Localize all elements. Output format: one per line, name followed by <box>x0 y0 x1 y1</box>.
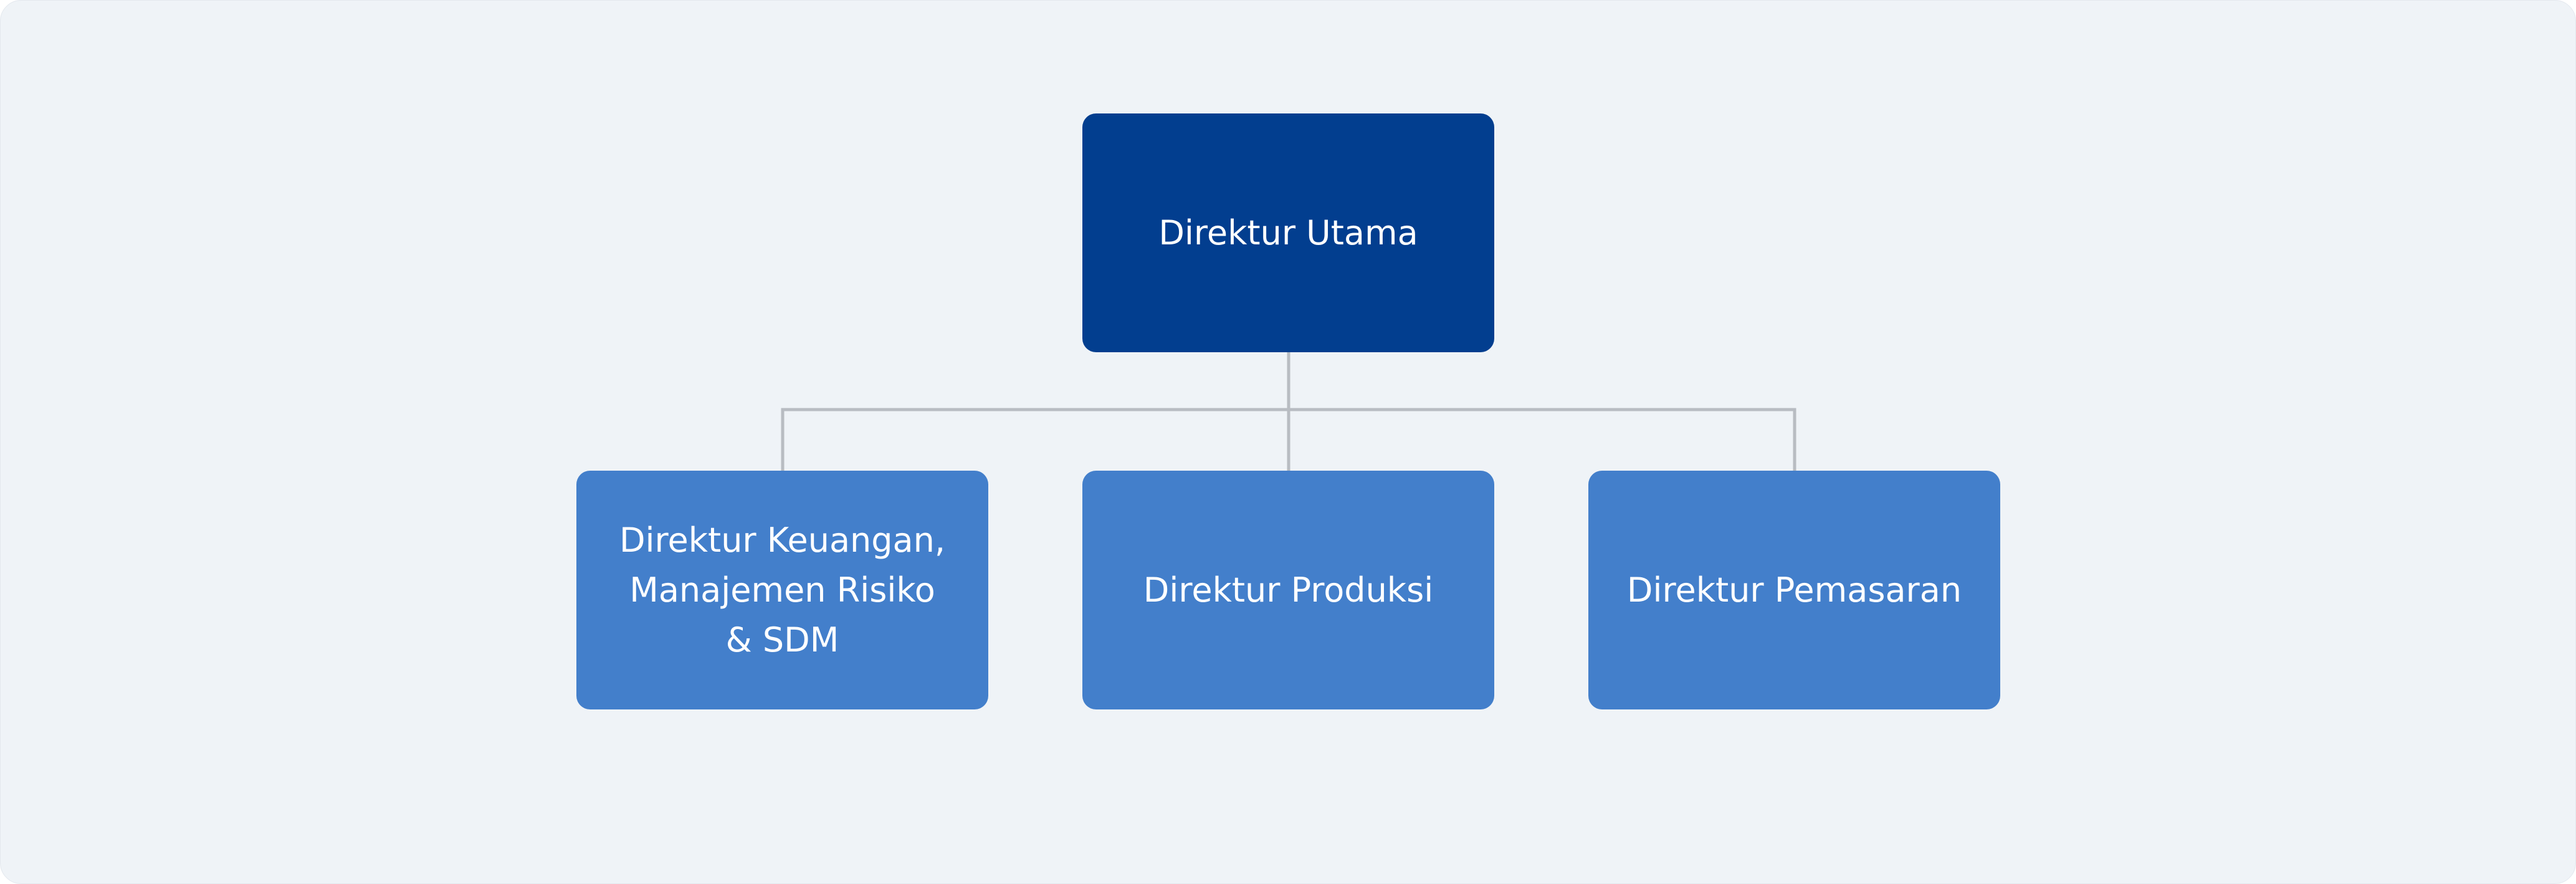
org-node-direktur-pemasaran[interactable]: Direktur Pemasaran <box>1588 471 2000 709</box>
org-node-label: Direktur Keuangan, Manajemen Risiko & SD… <box>619 520 946 660</box>
org-node-label: Direktur Produksi <box>1143 570 1434 610</box>
org-node-direktur-utama[interactable]: Direktur Utama <box>1082 113 1494 352</box>
org-node-direktur-keuangan[interactable]: Direktur Keuangan, Manajemen Risiko & SD… <box>576 471 988 709</box>
org-node-label: Direktur Utama <box>1158 213 1418 252</box>
org-node-direktur-produksi[interactable]: Direktur Produksi <box>1082 471 1494 709</box>
org-node-label: Direktur Pemasaran <box>1626 570 1962 610</box>
